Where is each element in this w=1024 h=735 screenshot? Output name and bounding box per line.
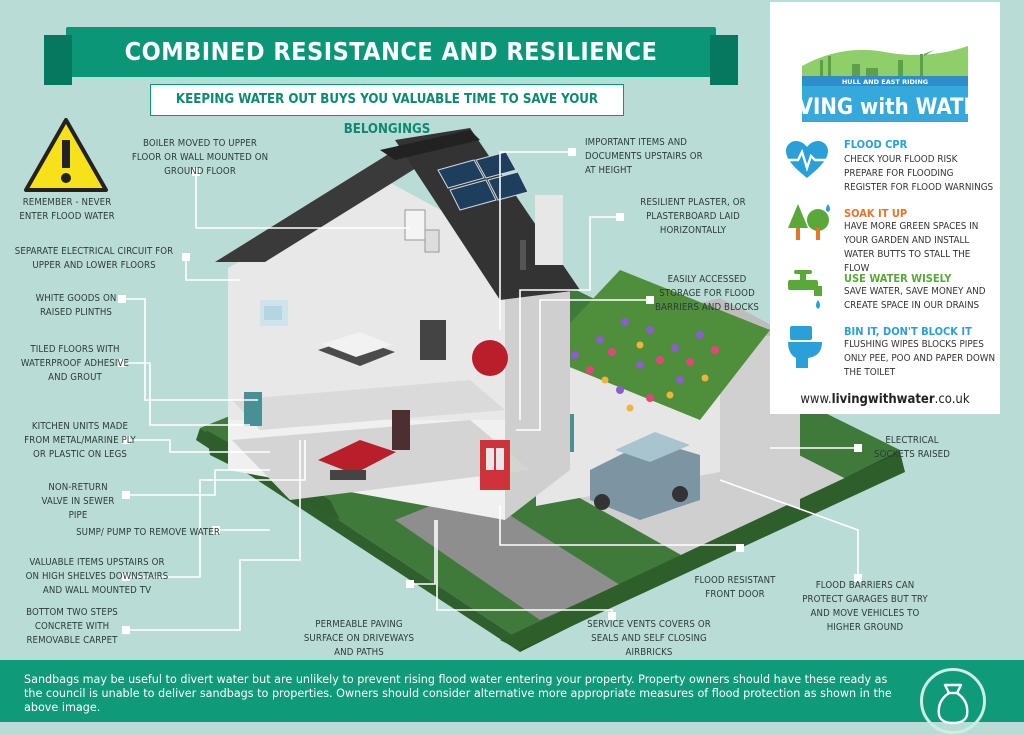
car xyxy=(590,432,700,520)
website-link[interactable]: www.livingwithwater.co.uk xyxy=(770,392,1000,407)
tip-body-bin-it: FLUSHING WIPES BLOCKS PIPES ONLY PEE, PO… xyxy=(844,339,996,378)
tip-heading-bin-it: BIN IT, DON'T BLOCK IT xyxy=(844,325,972,338)
tip-heading-flood-cpr: FLOOD CPR xyxy=(844,138,908,151)
trees-icon xyxy=(788,204,830,240)
website-bold: livingwithwater xyxy=(831,392,935,407)
footer: Sandbags may be useful to divert water b… xyxy=(0,660,1024,734)
label-resilient-plaster: RESILIENT PLASTER, OR PLASTERBOARD LAID … xyxy=(640,197,746,236)
label-bottom-steps: BOTTOM TWO STEPS CONCRETE WITH REMOVABLE… xyxy=(26,607,118,646)
warning-triangle-icon xyxy=(24,118,108,192)
website-suffix: .co.uk xyxy=(934,392,970,407)
website-prefix: www. xyxy=(800,392,832,407)
upstairs-furniture xyxy=(260,209,508,376)
toilet-icon xyxy=(788,326,822,368)
label-important-items: IMPORTANT ITEMS AND DOCUMENTS UPSTAIRS O… xyxy=(585,137,703,176)
heart-pulse-icon xyxy=(786,141,828,178)
label-non-return-valve: NON-RETURN VALVE IN SEWER PIPE xyxy=(41,482,115,521)
label-flood-door: FLOOD RESISTANT FRONT DOOR xyxy=(694,575,776,600)
tap-icon xyxy=(788,270,822,309)
label-boiler: BOILER MOVED TO UPPER FLOOR OR WALL MOUN… xyxy=(131,138,269,177)
label-tiled-floors: TILED FLOORS WITH WATERPROOF ADHESIVE AN… xyxy=(20,344,130,383)
green-roof xyxy=(540,270,770,420)
title-banner: COMBINED RESISTANCE AND RESILIENCE MEASU… xyxy=(44,27,738,116)
logo-top-text: HULL AND EAST RIDING xyxy=(842,78,928,86)
tip-heading-use-water-wisely: USE WATER WISELY xyxy=(844,272,952,285)
page-title: COMBINED RESISTANCE AND RESILIENCE MEASU… xyxy=(124,37,658,116)
sandbag-icon xyxy=(937,683,969,725)
tips-panel: HULL AND EAST RIDING LIVING with WATER F… xyxy=(770,2,1000,414)
label-kitchen-units: KITCHEN UNITS MADE FROM METAL/MARINE PLY… xyxy=(24,421,136,460)
tip-body-use-water-wisely: SAVE WATER, SAVE MONEY AND CREATE SPACE … xyxy=(844,286,986,311)
label-white-goods: WHITE GOODS ON RAISED PLINTHS xyxy=(35,293,117,318)
label-electrical-sockets: ELECTRICAL SOCKETS RAISED xyxy=(874,435,950,460)
footer-text: Sandbags may be useful to divert water b… xyxy=(24,673,892,715)
gravel-path xyxy=(395,490,620,620)
tip-heading-soak-it-up: SOAK IT UP xyxy=(844,207,908,220)
leader-dots xyxy=(118,148,862,634)
tip-body-soak-it-up: HAVE MORE GREEN SPACES IN YOUR GARDEN AN… xyxy=(844,221,979,274)
label-flood-barriers: FLOOD BARRIERS CAN PROTECT GARAGES BUT T… xyxy=(802,580,928,633)
page-subtitle: KEEPING WATER OUT BUYS YOU VALUABLE TIME… xyxy=(175,92,599,137)
sandbag-badge xyxy=(920,668,986,734)
house-illustration xyxy=(24,118,905,652)
label-service-vents: SERVICE VENTS COVERS OR SEALS AND SELF C… xyxy=(587,619,711,658)
tip-body-flood-cpr: CHECK YOUR FLOOD RISK PREPARE FOR FLOODI… xyxy=(844,154,994,193)
label-electrical-circuit: SEPARATE ELECTRICAL CIRCUIT FOR UPPER AN… xyxy=(14,246,174,271)
living-with-water-logo: HULL AND EAST RIDING LIVING with WATER xyxy=(802,26,968,124)
label-permeable-paving: PERMEABLE PAVING SURFACE ON DRIVEWAYS AN… xyxy=(303,619,415,658)
subtitle-banner: KEEPING WATER OUT BUYS YOU VALUABLE TIME… xyxy=(150,84,624,137)
label-sump-pump: SUMP/ PUMP TO REMOVE WATER xyxy=(76,527,220,538)
solar-panels xyxy=(437,151,529,211)
label-storage: EASILY ACCESSED STORAGE FOR FLOOD BARRIE… xyxy=(654,274,760,313)
chimney xyxy=(520,195,563,270)
label-valuable-items: VALUABLE ITEMS UPSTAIRS OR ON HIGH SHELV… xyxy=(25,557,169,596)
warning-text: REMEMBER - NEVER ENTER FLOOD WATER xyxy=(19,197,115,222)
logo-main-text: LIVING with WATER xyxy=(802,95,968,120)
